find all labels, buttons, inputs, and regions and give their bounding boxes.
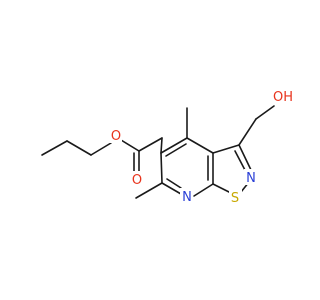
- bond-ethyl-ch3: [41, 140, 68, 156]
- atom-labels: O O OH N N S: [109, 89, 294, 206]
- bond-o-c: [120, 139, 140, 152]
- bond-c3-n-inner: [234, 150, 247, 173]
- bond-ch2-ring: [160, 137, 163, 154]
- bond-n7-c7a: [193, 183, 214, 197]
- bond-c6-methyl: [135, 182, 163, 199]
- hydroxyl-label: OH: [273, 90, 293, 105]
- bond-c-ch2: [138, 137, 163, 152]
- bond-ethyl-ch2: [66, 140, 92, 156]
- ester-oxygen-atom: O: [109, 127, 122, 144]
- structure-diagram: O O OH N N S: [41, 89, 294, 206]
- bond-c6-n7-inner: [166, 178, 182, 189]
- bond-c3a-c3: [212, 144, 240, 154]
- bond-c3-n: [238, 144, 252, 171]
- isothiazole-nitrogen-atom: N: [244, 169, 257, 186]
- bond-c5-c6: [160, 152, 163, 184]
- carbonyl-oxygen-atom: O: [130, 171, 143, 188]
- bond-ch2-oh: [255, 105, 275, 120]
- bonds: [41, 105, 275, 199]
- pyridine-nitrogen-atom: N: [180, 188, 193, 205]
- bond-ch2-o: [90, 142, 112, 156]
- ester-oxygen-label: O: [111, 129, 121, 144]
- carbonyl-oxygen-label: O: [132, 173, 142, 188]
- pyridine-nitrogen-label: N: [182, 190, 192, 205]
- bond-c4-c5-inner: [165, 143, 187, 157]
- isothiazole-nitrogen-label: N: [246, 171, 256, 186]
- sulfur-label: S: [231, 191, 239, 206]
- bond-s-c7a: [212, 183, 230, 193]
- bond-c6-n7: [161, 182, 182, 195]
- bond-c3a-c4: [186, 137, 214, 154]
- bond-c3-ch2oh: [238, 118, 257, 146]
- hydroxyl-atom: OH: [272, 89, 294, 105]
- sulfur-atom: S: [229, 189, 242, 206]
- bond-c4-c5: [160, 137, 188, 154]
